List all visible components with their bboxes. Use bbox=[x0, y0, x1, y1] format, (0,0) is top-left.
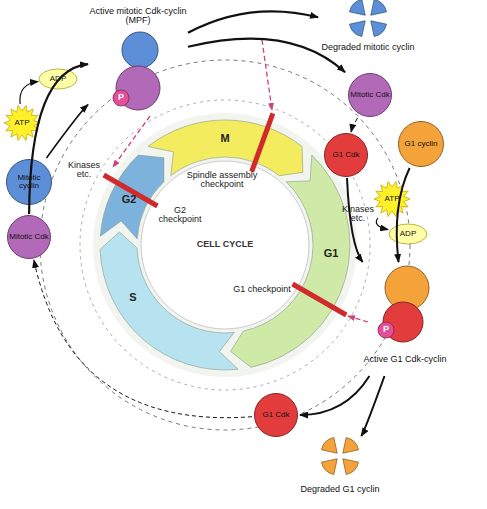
node-label: ATP bbox=[372, 180, 412, 218]
node-label: Mitotic Cdk bbox=[348, 72, 392, 118]
phosphate-dot bbox=[113, 90, 129, 106]
checkpoint-bar bbox=[104, 175, 158, 206]
protein-fragment bbox=[322, 459, 338, 475]
protein-fragment bbox=[343, 459, 359, 475]
pathway-arrow bbox=[347, 178, 363, 262]
node-label: Mitotic cyclin bbox=[7, 158, 51, 206]
atp-burst: ATP bbox=[2, 104, 42, 142]
wheel-backdrop bbox=[93, 113, 357, 377]
cell-cycle-hub: CELL CYCLE bbox=[180, 233, 270, 257]
checkpoint-bar bbox=[252, 113, 273, 171]
outer-dashed-ring bbox=[40, 60, 410, 430]
pathway-arrow bbox=[47, 105, 89, 158]
pathway-arrow bbox=[188, 39, 345, 73]
checkpoint-label: G2 checkpoint bbox=[152, 206, 208, 225]
checkpoint-label: G1 checkpoint bbox=[232, 285, 292, 294]
atp-burst: ATP bbox=[372, 180, 412, 218]
active-g1-complex: Active G1 Cdk-cyclin P bbox=[355, 262, 455, 376]
adp-ellipse: ADP bbox=[38, 68, 78, 90]
phase-arrow bbox=[100, 232, 238, 370]
node-label: G1 Cdk bbox=[325, 132, 367, 178]
node-label: Degraded mitotic cyclin bbox=[318, 36, 418, 60]
node-label: Degraded G1 cyclin bbox=[292, 476, 388, 504]
energy-ellipse bbox=[39, 69, 77, 89]
phosphate-dot bbox=[378, 322, 394, 338]
protein-fragment bbox=[322, 438, 338, 454]
phase-arrow bbox=[231, 155, 350, 367]
node-label: G1 cyclin bbox=[399, 120, 443, 168]
mpf-complex: Active mitotic Cdk-cyclin (MPF) P bbox=[88, 2, 188, 116]
protein-fragment bbox=[350, 0, 366, 15]
node-label: Mitotic Cdk bbox=[7, 214, 51, 260]
protein-fragment bbox=[350, 21, 366, 37]
phase-label: S bbox=[123, 292, 143, 304]
phase-arrow bbox=[148, 120, 303, 176]
phosphate-label: P bbox=[113, 90, 129, 106]
protein-fragment bbox=[343, 438, 359, 454]
node-label: CELL CYCLE bbox=[180, 233, 270, 257]
protein-fragment bbox=[371, 0, 387, 15]
mitotic-cdk: Mitotic Cdk bbox=[345, 72, 395, 118]
g1-cyclin: G1 cyclin bbox=[396, 120, 446, 168]
mitotic-cdk: Mitotic Cdk bbox=[4, 214, 54, 260]
phase-ring bbox=[100, 113, 350, 370]
node-label: ATP bbox=[2, 104, 42, 142]
kinase-note: Kinases etc. bbox=[62, 161, 106, 180]
kinase-note: Kinases etc. bbox=[339, 205, 377, 224]
pathway-arrow bbox=[397, 168, 410, 262]
protein-fragment bbox=[371, 21, 387, 37]
phase-label: G2 bbox=[117, 194, 141, 206]
inner-dashed-ring bbox=[80, 100, 370, 390]
phase-label: G1 bbox=[319, 248, 343, 260]
node-label: ADP bbox=[38, 68, 78, 90]
pathway-arrow bbox=[20, 82, 38, 105]
pathway-arrow bbox=[300, 376, 369, 415]
protein-blob bbox=[122, 32, 158, 68]
node-outline bbox=[292, 436, 388, 506]
checkpoint-label: Spindle assembly checkpoint bbox=[186, 171, 258, 190]
node-label: G1 Cdk bbox=[255, 392, 297, 438]
regulation-leader bbox=[262, 40, 272, 110]
phase-arrow bbox=[100, 155, 164, 239]
node-label: ADP bbox=[388, 223, 428, 245]
g1-cdk: G1 Cdk bbox=[322, 132, 370, 178]
checkpoint-bar bbox=[293, 284, 347, 315]
degraded-g1-cyclin: Degraded G1 cyclin bbox=[292, 436, 388, 506]
degraded-mitotic-cyclin: Degraded mitotic cyclin bbox=[318, 0, 418, 60]
phosphate-label: P bbox=[378, 322, 394, 338]
mitotic-cyclin: Mitotic cyclin bbox=[4, 158, 54, 206]
node-label: Active mitotic Cdk-cyclin (MPF) bbox=[88, 2, 188, 30]
pathway-arrow bbox=[188, 11, 318, 32]
node-label: Active G1 Cdk-cyclin bbox=[355, 346, 455, 374]
phase-label: M bbox=[215, 133, 235, 145]
regulation-leader bbox=[113, 116, 150, 167]
regulation-leader bbox=[348, 316, 368, 322]
pathway-arrow bbox=[361, 376, 384, 436]
pathway-arrow bbox=[351, 118, 357, 132]
adp-ellipse: ADP bbox=[388, 223, 428, 245]
pathway-arrow bbox=[29, 64, 88, 214]
wheel-hub bbox=[141, 161, 309, 329]
pathway-arrow bbox=[34, 260, 252, 418]
energy-ellipse bbox=[389, 224, 427, 244]
g1-cdk: G1 Cdk bbox=[252, 392, 300, 438]
pathway-arrow bbox=[376, 218, 388, 230]
